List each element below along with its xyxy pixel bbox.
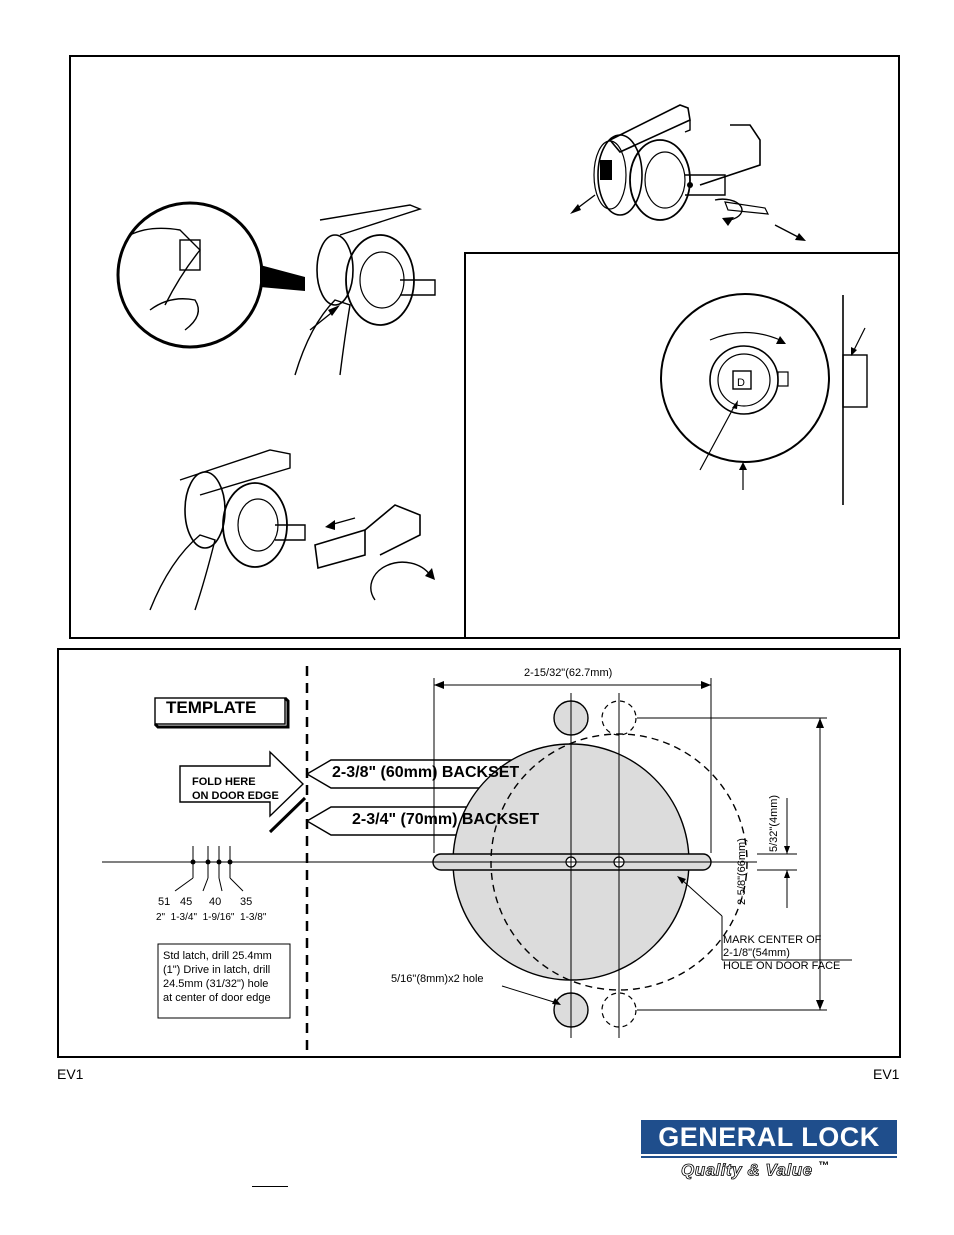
template-title: TEMPLATE <box>166 698 257 717</box>
footer-short-rule <box>252 1186 288 1187</box>
backset-70-label: 2-3/4" (70mm) BACKSET <box>352 811 540 828</box>
general-lock-logo: GENERAL LOCK Quality & Value ™ <box>641 1120 899 1184</box>
note-line-2: (1") Drive in latch, drill <box>163 964 271 976</box>
note-line-3: 24.5mm (31/32") hole <box>163 978 269 990</box>
retainer-press-illustration <box>116 201 436 376</box>
brand-tagline: Quality & Value ™ <box>681 1160 829 1181</box>
height-dimension-label: 2-5/8"(66mm) <box>736 838 748 905</box>
mark-center-line3: HOLE ON DOOR FACE <box>723 960 841 972</box>
door-mm-51: 51 <box>158 896 171 908</box>
note-line-4: at center of door edge <box>163 992 271 1004</box>
fold-label-line1: FOLD HERE <box>192 776 256 788</box>
small-dimension-label: 5/32"(4mm) <box>768 794 780 852</box>
backset-60-label: 2-3/8" (60mm) BACKSET <box>332 764 520 781</box>
doc-code-right: EV1 <box>873 1066 900 1082</box>
right-inner-panel <box>464 252 900 639</box>
cylinder-rotation-illustration: D <box>660 293 868 505</box>
doc-code-left: EV1 <box>57 1066 84 1082</box>
tagline-text: Quality & Value <box>681 1160 813 1180</box>
brand-rule <box>641 1156 897 1158</box>
width-dimension-label: 2-15/32"(62.7mm) <box>524 667 613 679</box>
mark-center-line1: MARK CENTER OF <box>723 934 822 946</box>
door-mm-45: 45 <box>180 896 193 908</box>
door-inch-labels: 2" 1-3/4" 1-9/16" 1-3/8" <box>156 912 267 923</box>
door-mm-40: 40 <box>209 896 222 908</box>
note-line-1: Std latch, drill 25.4mm <box>163 950 272 962</box>
door-mm-35: 35 <box>240 896 253 908</box>
trademark-symbol: ™ <box>817 1160 830 1172</box>
drilling-template-drawing <box>102 666 852 1053</box>
lever-key-removal-illustration <box>570 104 806 241</box>
fold-label-line2: ON DOOR EDGE <box>192 790 279 802</box>
svg-text:D: D <box>737 377 745 389</box>
brand-name: GENERAL LOCK <box>641 1120 897 1154</box>
lever-install-illustration <box>149 449 435 611</box>
hole-size-label: 5/16"(8mm)x2 hole <box>391 973 484 985</box>
mark-center-line2: 2-1/8"(54mm) <box>723 947 790 959</box>
